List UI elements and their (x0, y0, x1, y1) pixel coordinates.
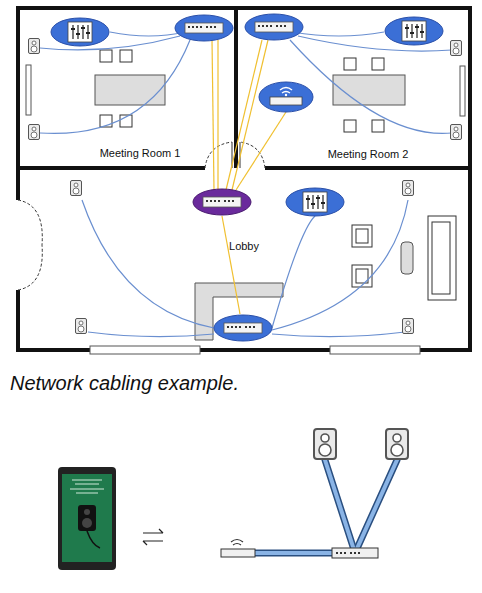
room-label: Lobby (229, 240, 259, 252)
room-label: Meeting Room 1 (100, 147, 181, 159)
room-label: Meeting Room 2 (328, 148, 409, 160)
room-region: Meeting Room 1 (20, 10, 234, 166)
caption: Network cabling example. (10, 372, 239, 395)
room-region: Lobby (20, 170, 468, 348)
room-region: Meeting Room 2 (238, 10, 468, 166)
